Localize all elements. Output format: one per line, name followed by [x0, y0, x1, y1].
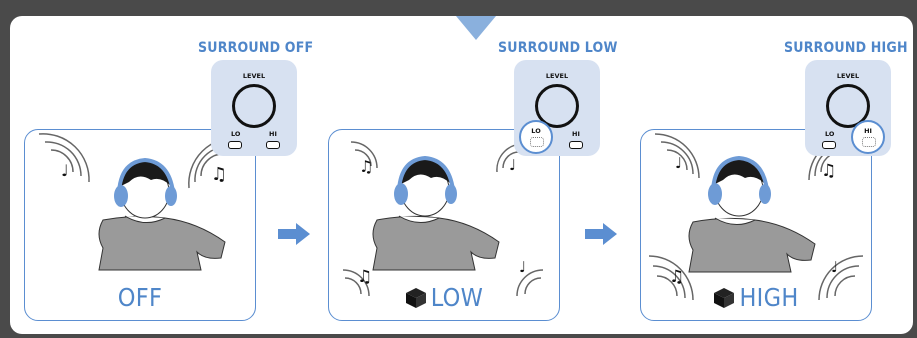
mode-title-low: SURROUND LOW: [498, 40, 618, 56]
top-pointer: [456, 16, 496, 40]
mode-label-text: HIGH: [739, 283, 799, 312]
person-illustration: ♫ ♩ ♫ ♩: [342, 141, 544, 297]
level-knob: [535, 84, 579, 128]
headphones-icon: [114, 157, 177, 207]
level-panel-high: LEVEL LO HI: [805, 60, 891, 156]
lo-switch: [228, 141, 242, 149]
music-note-icon: ♫: [211, 164, 227, 185]
mode-label-text: LOW: [430, 283, 484, 312]
headphones-icon: [394, 155, 457, 205]
hi-switch: [569, 141, 583, 149]
music-note-icon: ♩: [61, 161, 69, 180]
level-label: LEVEL: [545, 72, 569, 80]
level-panel-off: LEVEL LO HI: [211, 60, 297, 156]
scene-high: ♩ ♫ ♫ ♩ HIGH: [640, 129, 872, 321]
hi-label: HI: [572, 130, 580, 138]
person-body: [372, 215, 500, 271]
lo-label: LO: [825, 130, 835, 138]
music-note-icon: ♩: [519, 258, 526, 276]
person-illustration: ♩ ♫ ♫ ♩: [648, 133, 864, 301]
level-knob: [826, 84, 870, 128]
music-note-icon: ♫: [821, 161, 836, 181]
mode-title-high: SURROUND HIGH: [784, 40, 908, 56]
cube-icon: [405, 288, 426, 308]
mode-title-off: SURROUND OFF: [198, 40, 314, 56]
hi-switch-selected: HI: [851, 120, 885, 154]
headphones-icon: [708, 155, 771, 205]
mode-label-low: LOW: [329, 283, 559, 312]
music-note-icon: ♩: [831, 258, 838, 276]
person-body: [688, 217, 816, 273]
music-note-icon: ♩: [675, 154, 682, 172]
music-note-icon: ♩: [509, 156, 516, 174]
level-knob: [232, 84, 276, 128]
scene-low: ♫ ♩ ♫ ♩ LOW: [328, 129, 560, 321]
right-arrow-icon: [278, 223, 310, 245]
person-body: [98, 215, 226, 271]
level-panel-low: LEVEL HI LO: [514, 60, 600, 156]
mode-label-high: HIGH: [641, 283, 871, 312]
hi-switch: [266, 141, 280, 149]
lo-switch: [822, 141, 836, 149]
level-label: LEVEL: [836, 72, 860, 80]
right-arrow-icon: [585, 223, 617, 245]
mode-label-off: OFF: [117, 283, 163, 312]
hi-label: HI: [269, 130, 277, 138]
music-note-icon: ♫: [669, 267, 684, 287]
cube-icon: [714, 288, 735, 308]
lo-switch-selected: LO: [519, 120, 553, 154]
music-note-icon: ♫: [359, 157, 373, 176]
diagram-canvas: SURROUND OFF ♩ ♫ OFF: [10, 16, 913, 334]
music-note-icon: ♫: [357, 267, 372, 287]
scene-off: ♩ ♫ OFF: [24, 129, 256, 321]
lo-label: LO: [231, 130, 241, 138]
lo-label: LO: [531, 127, 541, 135]
hi-label: HI: [864, 127, 872, 135]
level-label: LEVEL: [242, 72, 266, 80]
